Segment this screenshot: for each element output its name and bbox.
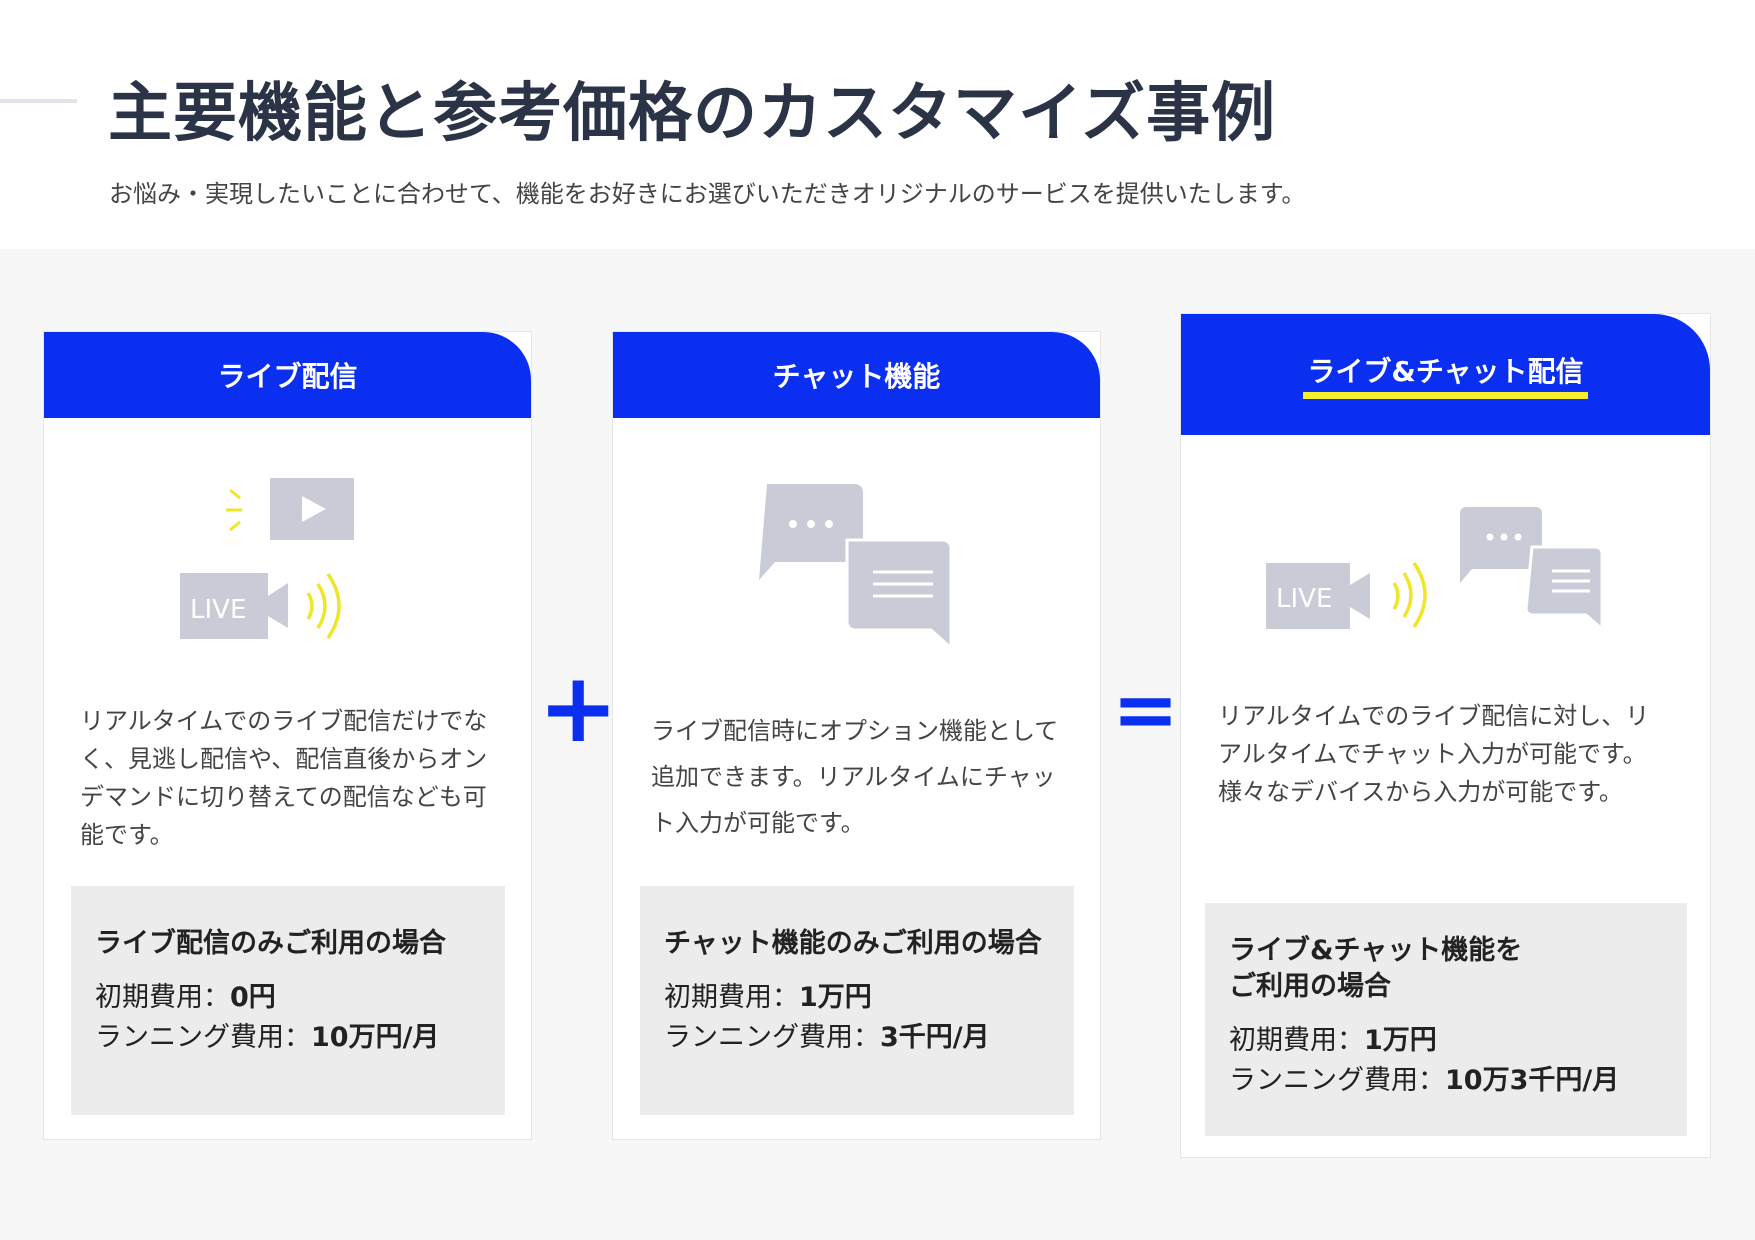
card-chat: チャット機能 ライブ配信時にオプション機能として追加できます。リアルタイムにチャ… — [612, 331, 1101, 1140]
header-section — [0, 0, 1755, 249]
chat-bubbles-icon — [759, 484, 953, 644]
equals-operator: = — [1112, 663, 1180, 756]
card-title: ライブ&チャット配信 — [1303, 350, 1588, 399]
running-cost: ランニング費用：3千円/月 — [664, 1022, 990, 1053]
card-title: ライブ配信 — [217, 360, 358, 393]
initial-cost: 初期費用：1万円 — [664, 982, 872, 1013]
card-description: リアルタイムでのライブ配信に対し、リアルタイムでチャット入力が可能です。様々なデ… — [1218, 702, 1650, 806]
initial-cost: 初期費用：1万円 — [1229, 1025, 1437, 1056]
running-cost: ランニング費用：10万3千円/月 — [1229, 1065, 1620, 1096]
live-chat-icon: LIVE — [1266, 507, 1604, 633]
price-title: ライブ配信のみご利用の場合 — [95, 928, 446, 959]
title-rule — [0, 99, 77, 103]
price-box: チャット機能のみご利用の場合 初期費用：1万円 ランニング費用：3千円/月 — [640, 886, 1074, 1115]
card-title: チャット機能 — [772, 360, 941, 393]
card-live-chat: ライブ&チャット配信 LIVE リアルタイムでのライブ配信に対し、リアルタイムで… — [1180, 313, 1711, 1158]
card-description: ライブ配信時にオプション機能として追加できます。リアルタイムにチャット入力が可能… — [651, 717, 1059, 837]
card-description: リアルタイムでのライブ配信だけでなく、見逃し配信や、配信直後からオンデマンドに切… — [80, 707, 488, 849]
running-cost: ランニング費用：10万円/月 — [95, 1022, 440, 1053]
initial-cost: 初期費用：0円 — [95, 982, 276, 1013]
plus-operator: + — [538, 652, 619, 764]
card-header: ライブ&チャット配信 — [1181, 314, 1710, 435]
price-title: チャット機能のみご利用の場合 — [664, 928, 1042, 959]
card-live: ライブ配信 LIVE リアルタイムでのライブ配信だけでなく、見逃し配信や、配信直… — [43, 331, 532, 1140]
svg-text:LIVE: LIVE — [190, 595, 246, 625]
card-header: ライブ配信 — [44, 332, 531, 418]
svg-text:LIVE: LIVE — [1276, 584, 1332, 614]
price-box: ライブ配信のみご利用の場合 初期費用：0円 ランニング費用：10万円/月 — [71, 886, 505, 1115]
price-title: ライブ&チャット機能をご利用の場合 — [1229, 935, 1523, 1002]
page-title: 主要機能と参考価格のカスタマイズ事例 — [108, 77, 1277, 151]
card-header: チャット機能 — [613, 332, 1100, 418]
page-subtitle: お悩み・実現したいことに合わせて、機能をお好きにお選びいただきオリジナルのサービ… — [109, 180, 1306, 208]
live-camera-icon: LIVE — [180, 478, 354, 639]
price-box: ライブ&チャット機能をご利用の場合 初期費用：1万円 ランニング費用：10万3千… — [1205, 903, 1687, 1136]
